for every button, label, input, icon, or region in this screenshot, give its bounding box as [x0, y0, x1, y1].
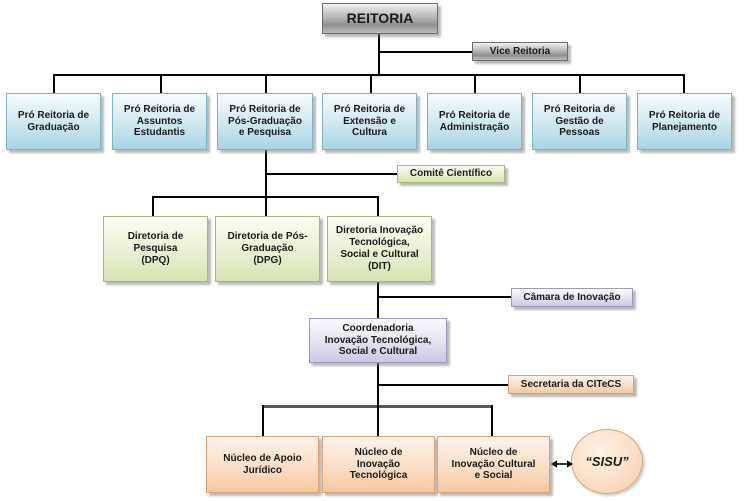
connector-drop-nucleo-cultural: [491, 405, 493, 436]
node-camara-inovacao[interactable]: Câmara de Inovação: [511, 288, 633, 307]
connector-drop-assuntos: [160, 74, 162, 93]
connector-drop-dpg: [265, 196, 267, 216]
connector-coordenadoria-to-secretaria: [377, 384, 508, 386]
node-secretaria-citecs[interactable]: Secretaria da CITeCS: [508, 375, 634, 394]
connector-dit-stem: [377, 282, 379, 318]
connector-proreitoria-bus: [53, 74, 685, 76]
node-pro-reitoria-graduacao[interactable]: Pró Reitoria de Graduação: [6, 93, 101, 150]
node-pro-reitoria-extensao-cultura[interactable]: Pró Reitoria de Extensão e Cultura: [322, 93, 417, 150]
connector-reitoria-to-vice: [378, 51, 472, 53]
connector-drop-dpq: [152, 196, 154, 216]
node-nucleo-inovacao-tecnologica[interactable]: Núcleo de Inovação Tecnológica: [322, 436, 435, 493]
connector-reitoria-stem: [378, 34, 380, 75]
node-pro-reitoria-assuntos-estudantis[interactable]: Pró Reitoria de Assuntos Estudantis: [112, 93, 207, 150]
node-pro-reitoria-planejamento[interactable]: Pró Reitoria de Planejamento: [637, 93, 732, 150]
node-reitoria[interactable]: REITORIA: [322, 3, 438, 34]
connector-drop-planejamento: [683, 74, 685, 93]
node-vice-reitoria[interactable]: Vice Reitoria: [472, 42, 568, 61]
node-comite-cientifico[interactable]: Comitê Científico: [397, 165, 505, 183]
connector-drop-posgrad: [265, 74, 267, 93]
double-arrow-icon: [551, 455, 573, 473]
node-nucleo-inovacao-cultural-social[interactable]: Núcleo de Inovação Cultural e Social: [437, 436, 550, 493]
connector-drop-nucleo-juridico: [262, 405, 264, 436]
node-pro-reitoria-administracao[interactable]: Pró Reitoria de Administração: [427, 93, 522, 150]
node-diretoria-pesquisa[interactable]: Diretoria de Pesquisa (DPQ): [103, 216, 208, 282]
connector-posgrad-to-comite: [265, 173, 397, 175]
connector-drop-extensao: [370, 74, 372, 93]
connector-drop-gestao: [579, 74, 581, 93]
node-pro-reitoria-pos-graduacao-pesquisa[interactable]: Pró Reitoria de Pós-Graduação e Pesquisa: [217, 93, 313, 150]
connector-drop-nucleo-tecnologica: [377, 405, 379, 436]
connector-drop-graduacao: [53, 74, 55, 93]
node-diretoria-pos-graduacao[interactable]: Diretoria de Pós- Graduação (DPG): [215, 216, 320, 282]
node-nucleo-apoio-juridico[interactable]: Núcleo de Apoio Jurídico: [206, 436, 319, 493]
node-diretoria-inovacao-tecnologica[interactable]: Diretoria Inovação Tecnológica, Social e…: [327, 216, 432, 282]
node-coordenadoria-inovacao[interactable]: Coordenadoria Inovação Tecnológica, Soci…: [309, 318, 447, 363]
connector-drop-administracao: [474, 74, 476, 93]
node-sisu[interactable]: “SISU”: [571, 429, 643, 494]
connector-dit-to-camara: [377, 296, 511, 298]
node-pro-reitoria-gestao-pessoas[interactable]: Pró Reitoria de Gestão de Pessoas: [532, 93, 627, 150]
connector-drop-dit: [377, 196, 379, 216]
